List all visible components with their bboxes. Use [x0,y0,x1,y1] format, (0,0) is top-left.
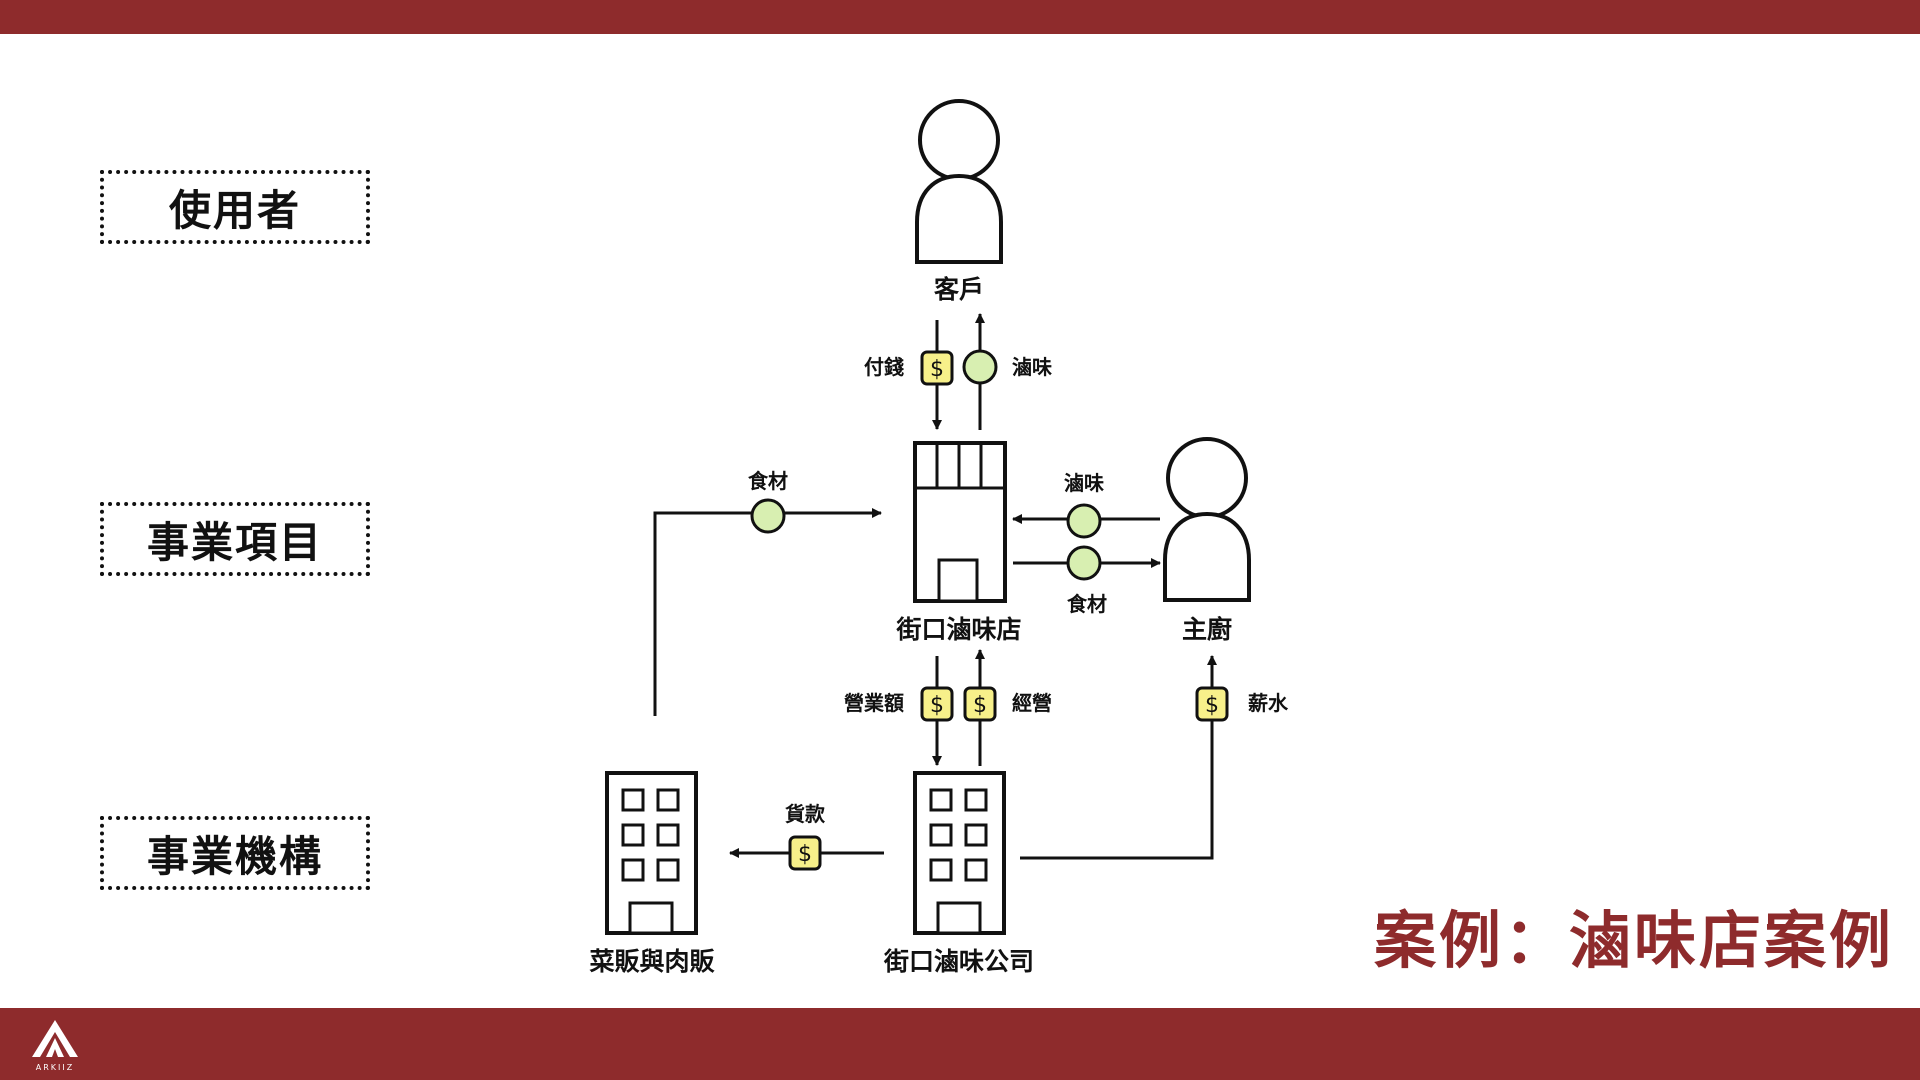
business-model-diagram: 客戶 $ 付錢 滷味 街口滷味店 主廚 滷味 [588,99,1289,976]
company-label: 街口滷味公司 [883,947,1034,976]
level-box-business: 事業項目 [100,502,370,576]
revenue-label: 營業額 [844,691,904,715]
pay-dollar-icon: $ [920,350,954,386]
goods-payment-dollar-icon: $ [788,835,822,871]
top-bar-fill [0,0,1920,34]
braised-food-label: 滷味 [1012,355,1052,379]
top-bar [0,0,1920,34]
svg-text:$: $ [798,842,812,867]
bottom-bar-fill [0,1008,1920,1080]
supplier-label: 菜販與肉販 [588,947,715,976]
shop-label: 街口滷味店 [895,615,1021,644]
chef-person-icon [1163,437,1251,602]
svg-text:$: $ [930,357,944,382]
level-box-organization: 事業機構 [100,816,370,890]
salary-dollar-icon: $ [1195,686,1229,722]
braised-food-goods-circle-icon [962,349,998,385]
svg-text:$: $ [1205,693,1219,718]
level-box-user: 使用者 [100,170,370,244]
chef-braised-goods-circle-icon [1066,503,1102,539]
bottom-bar [0,1008,1920,1080]
operation-dollar-icon: $ [963,686,997,722]
revenue-dollar-icon: $ [920,686,954,722]
shop-store-icon [913,441,1007,603]
chef-ingredients-label: 食材 [1067,592,1107,616]
svg-text:$: $ [930,693,944,718]
chef-ingredients-goods-circle-icon [1066,545,1102,581]
salary-arrow [1020,655,1217,860]
ingredients-in-goods-circle-icon [750,498,786,534]
case-title: 案例：滷味店案例 [1373,904,1894,977]
pay-label: 付錢 [864,355,904,379]
ingredients-in-label: 食材 [748,469,788,493]
goods-payment-label: 貨款 [785,802,826,826]
customer-person-icon [915,99,1003,264]
salary-label: 薪水 [1248,691,1289,715]
company-building-icon [913,771,1006,935]
customer-label: 客戶 [934,275,984,304]
logo-icon: ARKIIZ [32,1020,78,1072]
logo-text: ARKIIZ [36,1063,74,1072]
svg-text:$: $ [973,693,987,718]
supplier-building-icon [605,771,698,935]
chef-label: 主廚 [1182,615,1232,644]
ingredients-in-arrow [653,508,882,716]
operation-label: 經營 [1012,691,1052,715]
chef-braised-label: 滷味 [1064,471,1104,495]
